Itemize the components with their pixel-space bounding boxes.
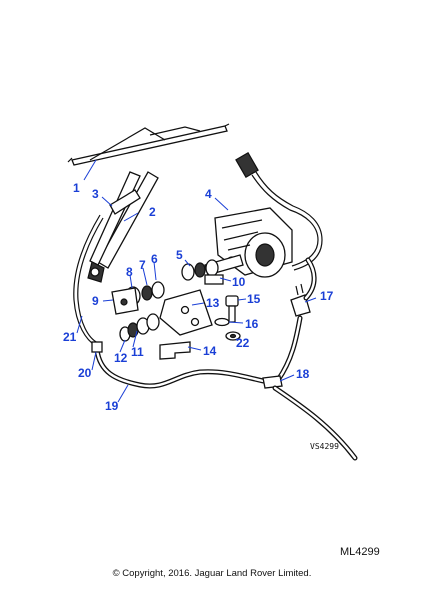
leader-lines — [76, 159, 317, 403]
drawing-reference: VS4299 — [310, 442, 339, 451]
callout-labels: 1 2 3 4 5 6 7 8 9 10 11 12 13 14 15 16 1… — [63, 181, 334, 413]
callout-18: 18 — [296, 367, 310, 381]
ml-code: ML4299 — [340, 546, 380, 558]
callout-10: 10 — [232, 275, 246, 289]
spindle-seals — [181, 259, 224, 285]
callout-20: 20 — [78, 366, 92, 380]
callout-9: 9 — [92, 294, 99, 308]
callout-5: 5 — [176, 248, 183, 262]
callout-1: 1 — [73, 181, 80, 195]
callout-15: 15 — [247, 292, 261, 306]
callout-17: 17 — [320, 289, 334, 303]
callout-19: 19 — [105, 399, 119, 413]
copyright-notice: © Copyright, 2016. Jaguar Land Rover Lim… — [112, 568, 312, 579]
wiper-motor — [204, 207, 293, 278]
callout-8: 8 — [126, 265, 133, 279]
wiper-blade — [67, 123, 230, 166]
callout-14: 14 — [203, 344, 217, 358]
washer-hoses — [91, 257, 358, 461]
bushes-11-12 — [119, 313, 160, 342]
motor-cable — [235, 152, 323, 271]
washer-jet-tube-21 — [73, 214, 104, 347]
callout-21: 21 — [63, 330, 77, 344]
callout-11: 11 — [131, 345, 144, 359]
callout-7: 7 — [139, 258, 146, 272]
callout-16: 16 — [245, 317, 259, 331]
callout-12: 12 — [114, 351, 128, 365]
wiper-arm — [87, 171, 159, 283]
bolt-15-washers — [214, 295, 241, 341]
callout-22: 22 — [236, 336, 250, 350]
callout-3: 3 — [92, 187, 99, 201]
clip-14 — [159, 341, 191, 360]
callout-6: 6 — [151, 252, 158, 266]
mounting-plate-13 — [159, 289, 213, 336]
callout-4: 4 — [205, 187, 212, 201]
bracket-9 — [111, 287, 139, 315]
callout-13: 13 — [206, 296, 220, 310]
callout-2: 2 — [149, 205, 156, 219]
